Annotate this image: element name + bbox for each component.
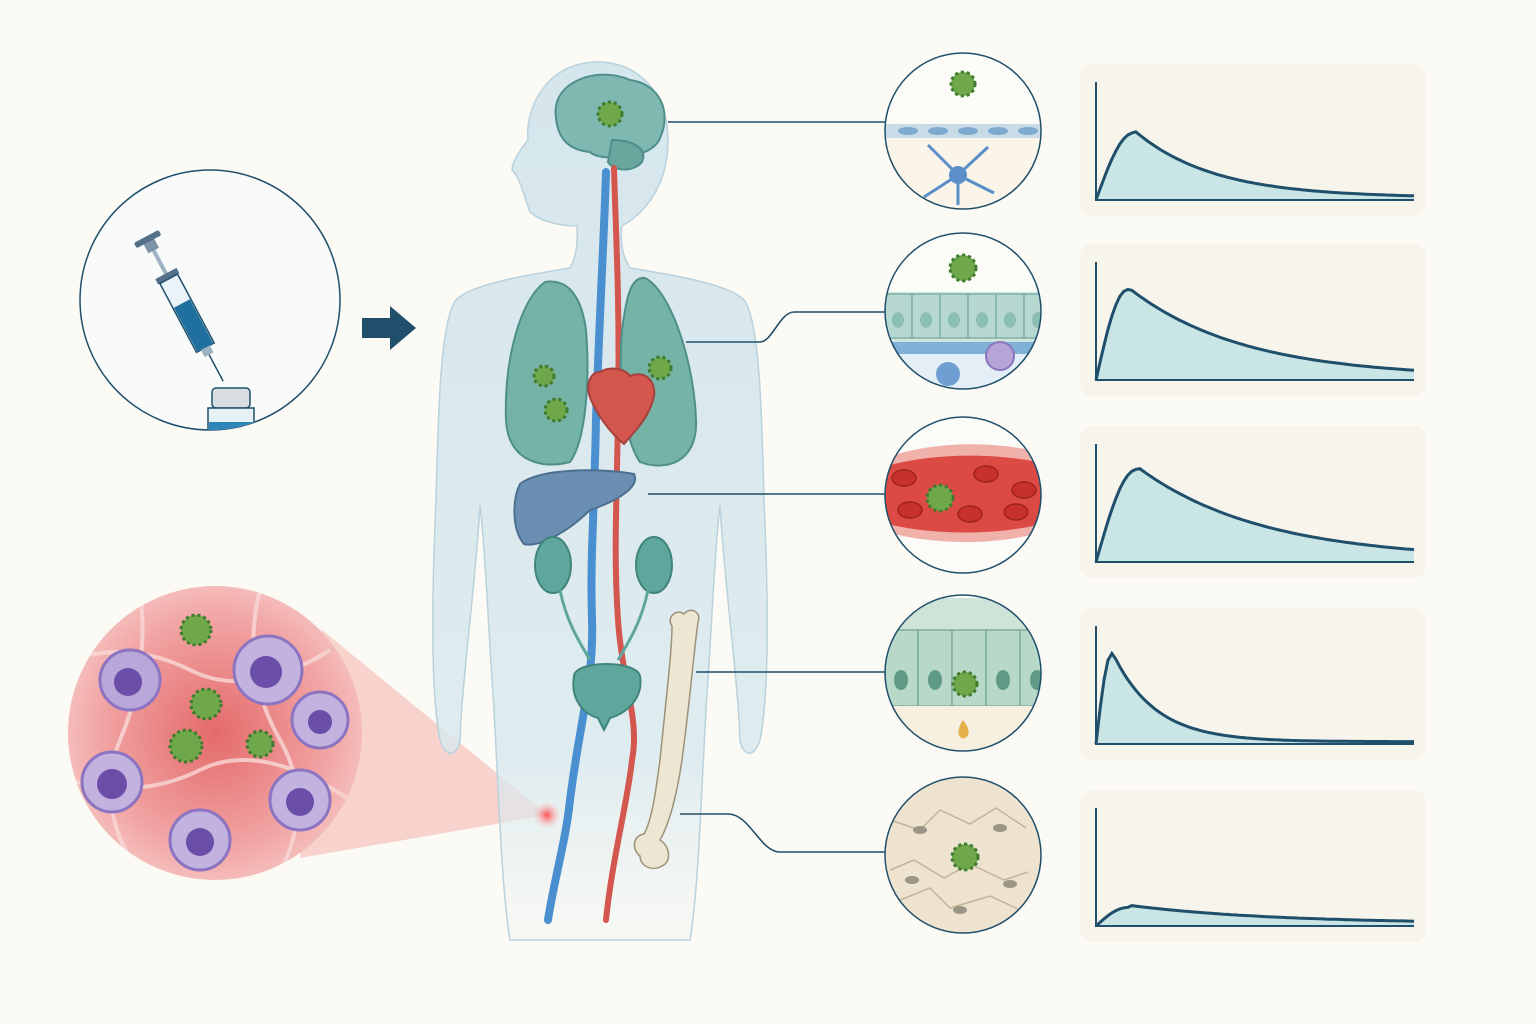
curve-area <box>1096 289 1414 380</box>
curve-panel-lung <box>1080 244 1426 396</box>
magnifier-gut <box>884 594 1042 752</box>
curve-panel-brain <box>1080 64 1426 216</box>
curve-line <box>1094 287 1415 381</box>
magnifier-blood <box>884 416 1042 574</box>
connector-lines <box>648 121 886 853</box>
curve-line <box>1094 130 1415 201</box>
curve-panel-bone <box>1080 790 1426 942</box>
curve-axes <box>1095 82 1414 201</box>
connector-bone <box>680 813 886 853</box>
injection-site-glow <box>533 801 561 829</box>
injection-inset <box>79 169 341 431</box>
bladder <box>572 663 642 733</box>
magnifier-lung <box>884 232 1042 390</box>
curve-area <box>1096 653 1414 744</box>
syringe-icon <box>134 230 224 382</box>
bone <box>633 609 700 870</box>
curve-line <box>1094 650 1414 745</box>
vial-icon <box>207 387 255 430</box>
curve-axes <box>1095 626 1414 745</box>
connector-lung <box>686 311 886 343</box>
brain <box>554 73 666 171</box>
curve-panel-gut <box>1080 608 1426 760</box>
curve-panel-blood <box>1080 426 1426 578</box>
tissue-inset <box>68 586 362 880</box>
heart <box>587 367 656 446</box>
immune-cells <box>80 634 350 872</box>
kidneys <box>534 536 673 661</box>
curve-line <box>1094 466 1415 563</box>
curve-axes <box>1095 808 1414 927</box>
curve-axes <box>1095 444 1414 563</box>
zoom-cone <box>300 630 548 858</box>
human-body <box>431 61 769 941</box>
curve-panel-background <box>1080 790 1426 942</box>
magnifier-bone <box>884 776 1042 934</box>
arrow-icon <box>362 306 416 350</box>
curve-area <box>1096 131 1414 200</box>
curve-panels <box>1080 64 1426 942</box>
curve-axes <box>1095 262 1414 381</box>
liver <box>513 469 637 546</box>
virus-particles <box>168 613 275 764</box>
magnifier-brain <box>884 52 1042 210</box>
vessels <box>544 165 637 924</box>
curve-line <box>1094 904 1415 928</box>
